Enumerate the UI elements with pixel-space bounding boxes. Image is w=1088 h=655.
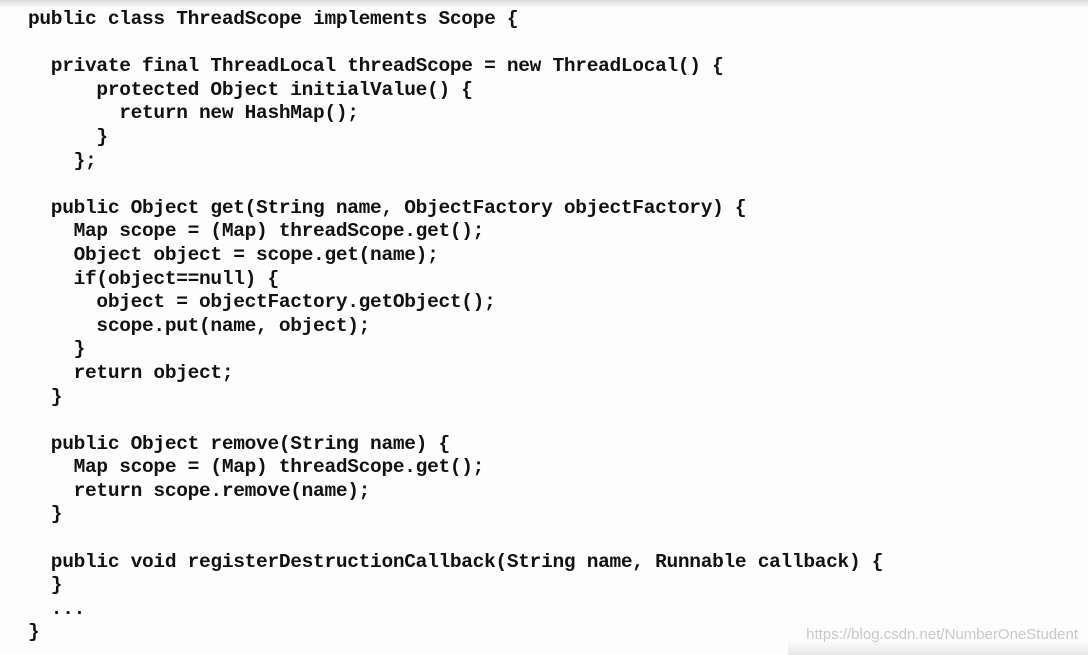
code-line: }	[28, 574, 63, 597]
code-line: protected Object initialValue() {	[28, 78, 473, 101]
code-line: if(object==null) {	[28, 267, 280, 290]
code-line: return scope.remove(name);	[28, 479, 371, 502]
code-line	[28, 173, 883, 197]
code-line	[28, 527, 883, 551]
code-line: Map scope = (Map) threadScope.get();	[28, 456, 485, 479]
code-line: public Object remove(String name) {	[28, 432, 450, 455]
code-block: public class ThreadScope implements Scop…	[28, 8, 883, 645]
code-line: Object object = scope.get(name);	[28, 243, 439, 266]
watermark-text: https://blog.csdn.net/NumberOneStudent	[806, 626, 1078, 643]
code-line: public class ThreadScope implements Scop…	[28, 8, 519, 30]
code-line: return new HashMap();	[28, 102, 359, 125]
code-line: }	[28, 621, 40, 644]
code-line: }	[28, 125, 108, 148]
code-line: public Object get(String name, ObjectFac…	[28, 196, 747, 219]
code-line: }	[28, 503, 63, 526]
code-line: scope.put(name, object);	[28, 314, 371, 337]
code-line: ...	[28, 597, 86, 620]
code-line: private final ThreadLocal threadScope = …	[28, 55, 724, 78]
code-line: public void registerDestructionCallback(…	[28, 550, 884, 573]
bottom-edge-shadow	[788, 641, 1088, 655]
code-line: };	[28, 149, 97, 172]
code-line: return object;	[28, 361, 234, 384]
code-line: }	[28, 385, 63, 408]
code-line: }	[28, 338, 86, 361]
code-line: object = objectFactory.getObject();	[28, 291, 496, 314]
top-edge-shadow	[0, 0, 1088, 8]
code-line: Map scope = (Map) threadScope.get();	[28, 220, 485, 243]
code-line	[28, 409, 883, 433]
code-line	[28, 32, 883, 56]
